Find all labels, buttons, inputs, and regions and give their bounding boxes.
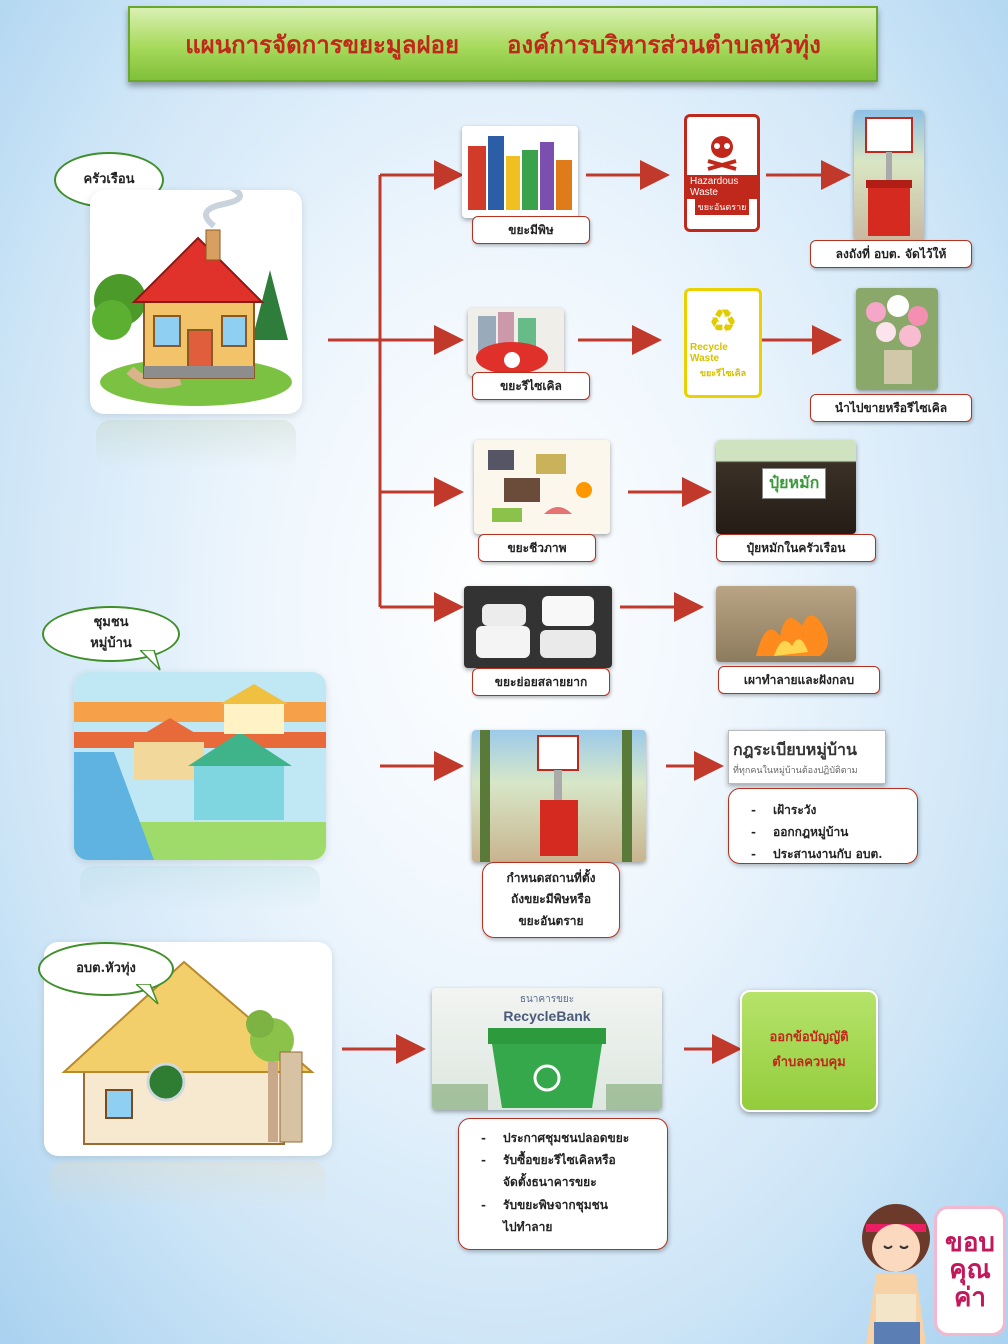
- sao-action-1: ประกาศชุมชนปลอดขยะ: [503, 1131, 630, 1145]
- red-bin-icon: [865, 117, 913, 236]
- community-red-bin-icon: [480, 730, 632, 862]
- regulation-text-1: ออกข้อบัญญัติ: [769, 1030, 849, 1046]
- skull-crossbones-icon: [707, 136, 737, 171]
- title-right: องค์การบริหารส่วนตำบลหัวทุ่ง: [507, 29, 821, 59]
- thatched-house-icon: [61, 960, 315, 1145]
- recycle-bank-title-th: ธนาคารขยะ: [519, 994, 575, 1005]
- bubble-tail: [136, 984, 159, 1005]
- thanks-text-1: ขอบ: [945, 1228, 995, 1259]
- hazard-sign: Hazardous Waste ขยะอันตราย: [684, 114, 760, 232]
- toxic-photo: [462, 126, 578, 218]
- community-bubble: ชุมชน หมู่บ้าน: [42, 606, 180, 662]
- label-organic-result: ปุ๋ยหมักในครัวเรือน: [716, 534, 876, 562]
- list-item: เฝ้าระวัง: [751, 799, 903, 821]
- house-reflection: [96, 420, 296, 468]
- label-recycle-text: ขยะรีไซเคิล: [500, 378, 562, 393]
- community-label-2: หมู่บ้าน: [90, 636, 132, 651]
- community-bin-text-1: กำหนดสถานที่ตั้ง: [506, 870, 596, 885]
- sao-action-3: รับขยะพิษจากชุมชน: [503, 1197, 608, 1212]
- sao-actions-box: ประกาศชุมชนปลอดขยะ รับซื้อขยะรีไซเคิลหรื…: [458, 1118, 668, 1250]
- community-bin-text-3: ขยะอันตราย: [518, 913, 584, 928]
- label-toxic-result-text: ลงถังที่ อบต. จัดไว้ให้: [835, 246, 947, 261]
- list-item: ออกกฎหมู่บ้าน: [751, 821, 903, 843]
- thanks-text-2: คุณ: [949, 1255, 991, 1286]
- green-bin-icon: [432, 1028, 662, 1110]
- recycle-bank-poster: ธนาคารขยะ RecycleBank: [432, 988, 662, 1110]
- fire-icon: [756, 615, 828, 656]
- village-rules-title: กฎระเบียบหมู่บ้าน: [733, 739, 857, 759]
- house-icon: [92, 190, 292, 406]
- hazard-bin-photo: [854, 110, 924, 240]
- list-item: ประกาศชุมชนปลอดขยะ: [481, 1127, 653, 1149]
- thank-you-badge: ขอบ คุณ ค่า: [934, 1206, 1006, 1336]
- burning-photo: [716, 586, 856, 662]
- label-organic-result-text: ปุ๋ยหมักในครัวเรือน: [746, 540, 846, 555]
- label-general-text: ขยะย่อยสลายยาก: [494, 674, 588, 689]
- label-general-result-text: เผาทำลายและฝังกลบ: [743, 672, 855, 687]
- recycle-photo: [468, 308, 564, 376]
- recycle-sign: ♻ Recycle Waste ขยะรีไซเคิล: [684, 288, 762, 398]
- label-recycle-result: นำไปขายหรือรีไซเคิล: [810, 394, 972, 422]
- label-organic-text: ขยะชีวภาพ: [507, 540, 567, 555]
- household-label: ครัวเรือน: [83, 171, 135, 187]
- community-bin-box: กำหนดสถานที่ตั้ง ถังขยะมีพิษหรือ ขยะอันต…: [482, 862, 620, 938]
- house-illustration: [90, 190, 302, 414]
- community-bin-photo: [472, 730, 646, 862]
- label-toxic: ขยะมีพิษ: [472, 216, 590, 244]
- flowers-icon: [866, 295, 928, 384]
- recycle-sign-th: ขยะรีไซเคิล: [699, 369, 747, 379]
- bubble-tail: [140, 650, 161, 671]
- sao-action-3-cont: ไปทำลาย: [503, 1219, 553, 1234]
- label-general-result: เผาทำลายและฝังกลบ: [718, 666, 880, 694]
- village-rules-box: เฝ้าระวัง ออกกฎหมู่บ้าน ประสานงานกับ อบต…: [728, 788, 918, 866]
- village-rules-list: เฝ้าระวัง ออกกฎหมู่บ้าน ประสานงานกับ อบต…: [729, 789, 917, 874]
- recycle-symbol-icon: ♻: [708, 302, 738, 340]
- label-organic: ขยะชีวภาพ: [478, 534, 596, 562]
- village-rules-banner: กฎระเบียบหมู่บ้าน ที่ทุกคนในหมู่บ้านต้อง…: [728, 730, 886, 784]
- hazard-sign-th: ขยะอันตราย: [694, 199, 750, 215]
- foam-box-photo: [464, 586, 612, 668]
- community-bin-text-2: ถังขยะมีพิษหรือ: [510, 892, 592, 907]
- regulation-box: ออกข้อบัญญัติ ตำบลควบคุม: [740, 990, 878, 1112]
- food-scraps-icon: [488, 450, 592, 522]
- thanks-text-3: ค่า: [954, 1282, 986, 1313]
- sao-action-2-cont: จัดตั้งธนาคารขยะ: [503, 1175, 597, 1190]
- recycle-basket-icon: [476, 312, 548, 374]
- sao-actions-list: ประกาศชุมชนปลอดขยะ รับซื้อขยะรีไซเคิลหรื…: [459, 1119, 667, 1246]
- village-illustration: [74, 672, 326, 860]
- list-item: รับซื้อขยะรีไซเคิลหรือจัดตั้งธนาคารขยะ: [481, 1149, 653, 1193]
- sao-label: อบต.หัวทุ่ง: [76, 960, 136, 976]
- title-left: แผนการจัดการขยะมูลฝอย: [185, 29, 460, 59]
- sao-reflection: [50, 1162, 326, 1208]
- village-icon: [74, 672, 326, 860]
- organic-photo: [474, 440, 610, 534]
- compost-photo: ปุ๋ยหมัก: [716, 440, 856, 534]
- label-recycle: ขยะรีไซเคิล: [472, 372, 590, 400]
- label-recycle-result-text: นำไปขายหรือรีไซเคิล: [834, 400, 948, 415]
- recycle-bank-title-en: RecycleBank: [503, 1008, 591, 1024]
- hazard-sign-en: Hazardous Waste: [687, 175, 757, 199]
- compost-sign-text: ปุ๋ยหมัก: [769, 473, 820, 492]
- village-reflection: [80, 866, 320, 910]
- foam-containers-icon: [476, 596, 596, 658]
- label-toxic-text: ขยะมีพิษ: [508, 222, 554, 237]
- village-rules-subtitle: ที่ทุกคนในหมู่บ้านต้องปฏิบัติตาม: [733, 765, 858, 776]
- chemical-bottles-icon: [468, 136, 572, 210]
- flower-vase-photo: [856, 288, 938, 390]
- thanking-girl-icon: [862, 1204, 930, 1344]
- list-item: ประสานงานกับ อบต.: [751, 843, 903, 865]
- community-label-1: ชุมชน: [93, 615, 129, 631]
- compost-sign: ปุ๋ยหมัก: [762, 468, 827, 499]
- label-toxic-result: ลงถังที่ อบต. จัดไว้ให้: [810, 240, 972, 268]
- page-title: แผนการจัดการขยะมูลฝอย องค์การบริหารส่วนต…: [128, 6, 878, 82]
- sao-illustration: [44, 942, 332, 1156]
- label-general: ขยะย่อยสลายยาก: [472, 668, 610, 696]
- recycle-sign-en: Recycle Waste: [690, 342, 728, 364]
- sao-action-2: รับซื้อขยะรีไซเคิลหรือ: [503, 1153, 616, 1168]
- regulation-text-2: ตำบลควบคุม: [772, 1055, 846, 1070]
